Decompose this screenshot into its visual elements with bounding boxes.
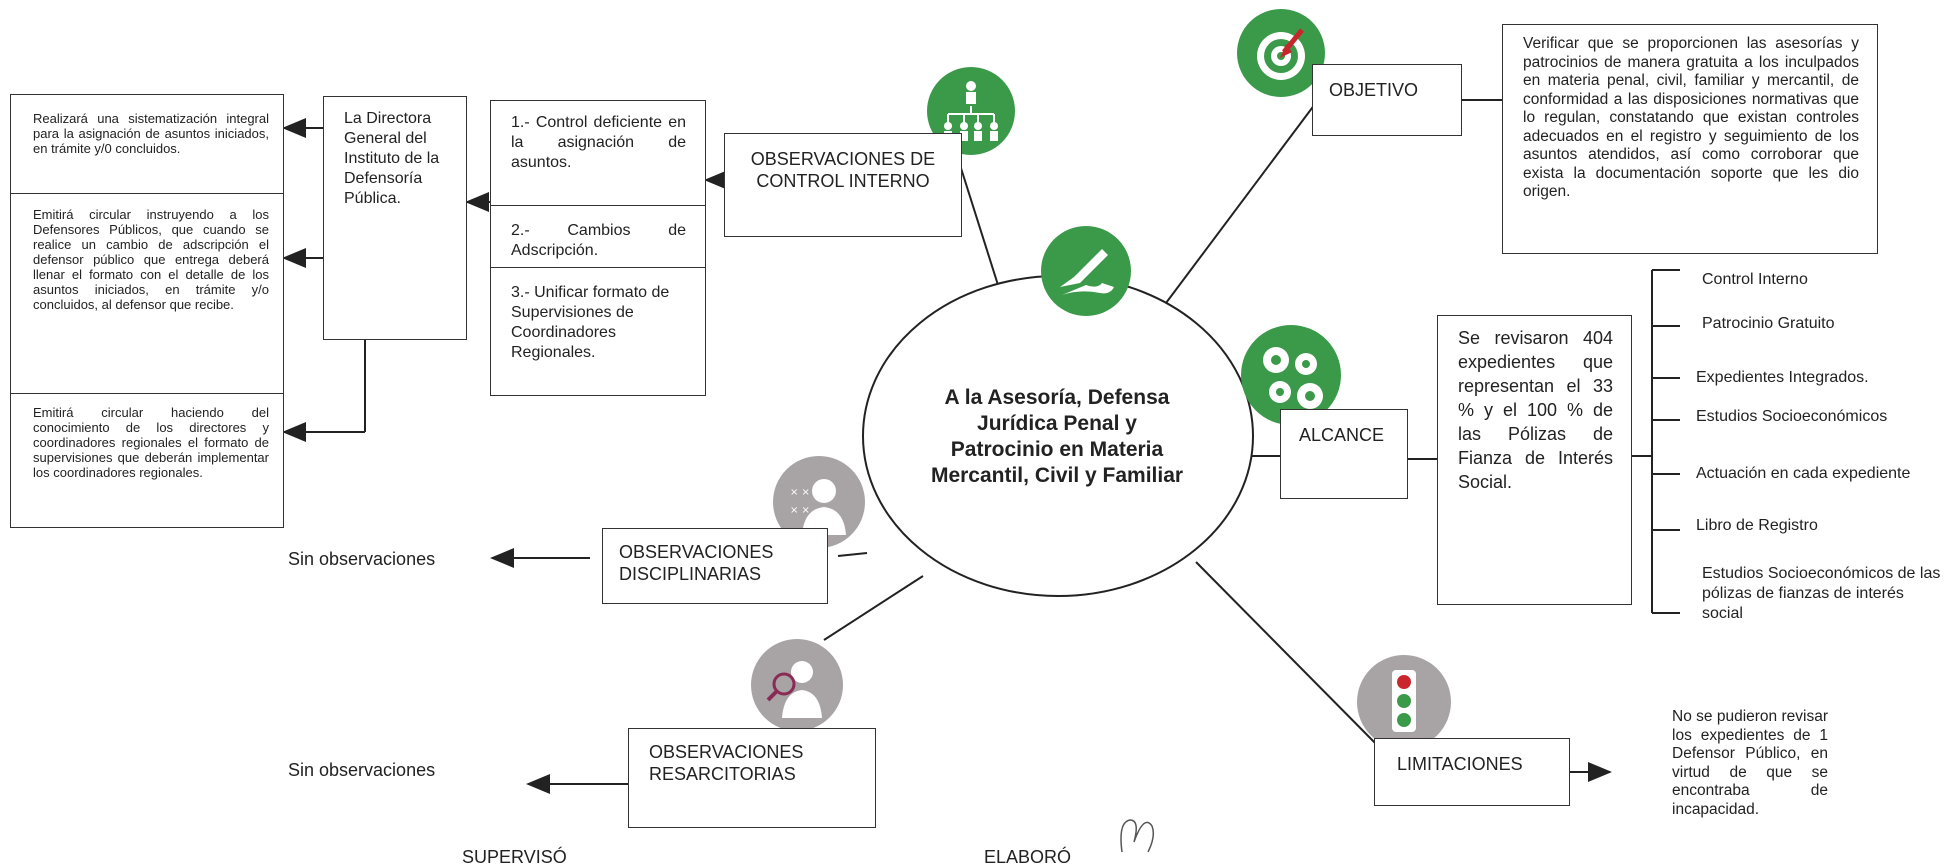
signature-mark xyxy=(1120,819,1155,853)
responsible-box: La Directora General del Instituto de la… xyxy=(323,96,467,340)
control-interno-box: OBSERVACIONES DE CONTROL INTERNO xyxy=(724,133,962,237)
alcance-text: Se revisaron 404 expedientes que represe… xyxy=(1458,328,1613,492)
line-center-resarcitorias xyxy=(823,575,924,641)
control-observation: 1.- Control deficiente en la asignación … xyxy=(511,114,686,171)
limitaciones-label: LIMITACIONES xyxy=(1397,754,1523,774)
center-title: A la Asesoría, Defensa Jurídica Penal y … xyxy=(930,386,1184,487)
action-item: Realizará una sistematización integral p… xyxy=(33,111,269,156)
alcance-text-box: Se revisaron 404 expedientes que represe… xyxy=(1437,315,1632,605)
action-item: Emitirá circular haciendo del conocimien… xyxy=(33,405,269,480)
line-center-limitaciones xyxy=(1195,561,1385,753)
alcance-item: Libro de Registro xyxy=(1696,517,1818,534)
objetivo-label: OBJETIVO xyxy=(1329,80,1419,100)
svg-text:× ×: × × xyxy=(790,505,810,516)
svg-text:× × ×: × × × xyxy=(790,487,822,498)
pen-hand-icon xyxy=(1040,225,1132,317)
target-icon xyxy=(1236,8,1326,98)
objetivo-text-box: Verificar que se proporcionen las asesor… xyxy=(1502,24,1878,254)
magnifier-person-icon xyxy=(750,638,844,732)
action-item: Emitirá circular instruyendo a los Defen… xyxy=(33,207,269,312)
control-observations-box: 1.- Control deficiente en la asignación … xyxy=(490,100,706,396)
alcance-item: Expedientes Integrados. xyxy=(1696,369,1869,386)
responsible-text: La Directora General del Instituto de la… xyxy=(344,110,440,207)
disciplinarias-box: OBSERVACIONES DISCIPLINARIAS xyxy=(602,528,828,604)
alcance-item: Control Interno xyxy=(1702,271,1808,288)
alcance-label: ALCANCE xyxy=(1299,425,1385,445)
prepared-label: ELABORÓ xyxy=(984,847,1072,867)
disciplinarias-result: Sin observaciones xyxy=(288,549,436,569)
control-observation: 3.- Unificar formato de Supervisiones de… xyxy=(511,284,670,361)
control-interno-label: OBSERVACIONES DE CONTROL INTERNO xyxy=(750,149,936,191)
alcance-item: Actuación en cada expediente xyxy=(1696,465,1911,482)
objetivo-text: Verificar que se proporcionen las asesor… xyxy=(1523,35,1859,200)
supervised-label: SUPERVISÓ xyxy=(462,847,567,867)
gears-icon xyxy=(1240,324,1342,426)
line-center-disciplinarias xyxy=(837,552,868,557)
resarcitorias-result: Sin observaciones xyxy=(288,760,436,780)
control-observation: 2.- Cambios de Adscripción. xyxy=(511,222,686,259)
resarcitorias-label: OBSERVACIONES RESARCITORIAS xyxy=(649,742,804,784)
alcance-item: Patrocinio Gratuito xyxy=(1702,315,1835,332)
limitaciones-box: LIMITACIONES xyxy=(1374,738,1570,806)
objetivo-box: OBJETIVO xyxy=(1312,64,1462,136)
limitaciones-text: No se pudieron revisar los expedientes d… xyxy=(1672,708,1828,818)
alcance-item: Estudios Socioeconómicos xyxy=(1696,408,1888,425)
traffic-light-icon xyxy=(1356,654,1452,750)
actions-box: Realizará una sistematización integral p… xyxy=(10,94,284,528)
alcance-box: ALCANCE xyxy=(1280,409,1408,499)
line-center-objetivo xyxy=(1162,99,1319,308)
line-center-control xyxy=(959,164,999,286)
alcance-item: Estudios Socioeconómicos de las pólizas … xyxy=(1702,565,1941,622)
disciplinarias-label: OBSERVACIONES DISCIPLINARIAS xyxy=(619,542,774,584)
resarcitorias-box: OBSERVACIONES RESARCITORIAS xyxy=(628,728,876,828)
